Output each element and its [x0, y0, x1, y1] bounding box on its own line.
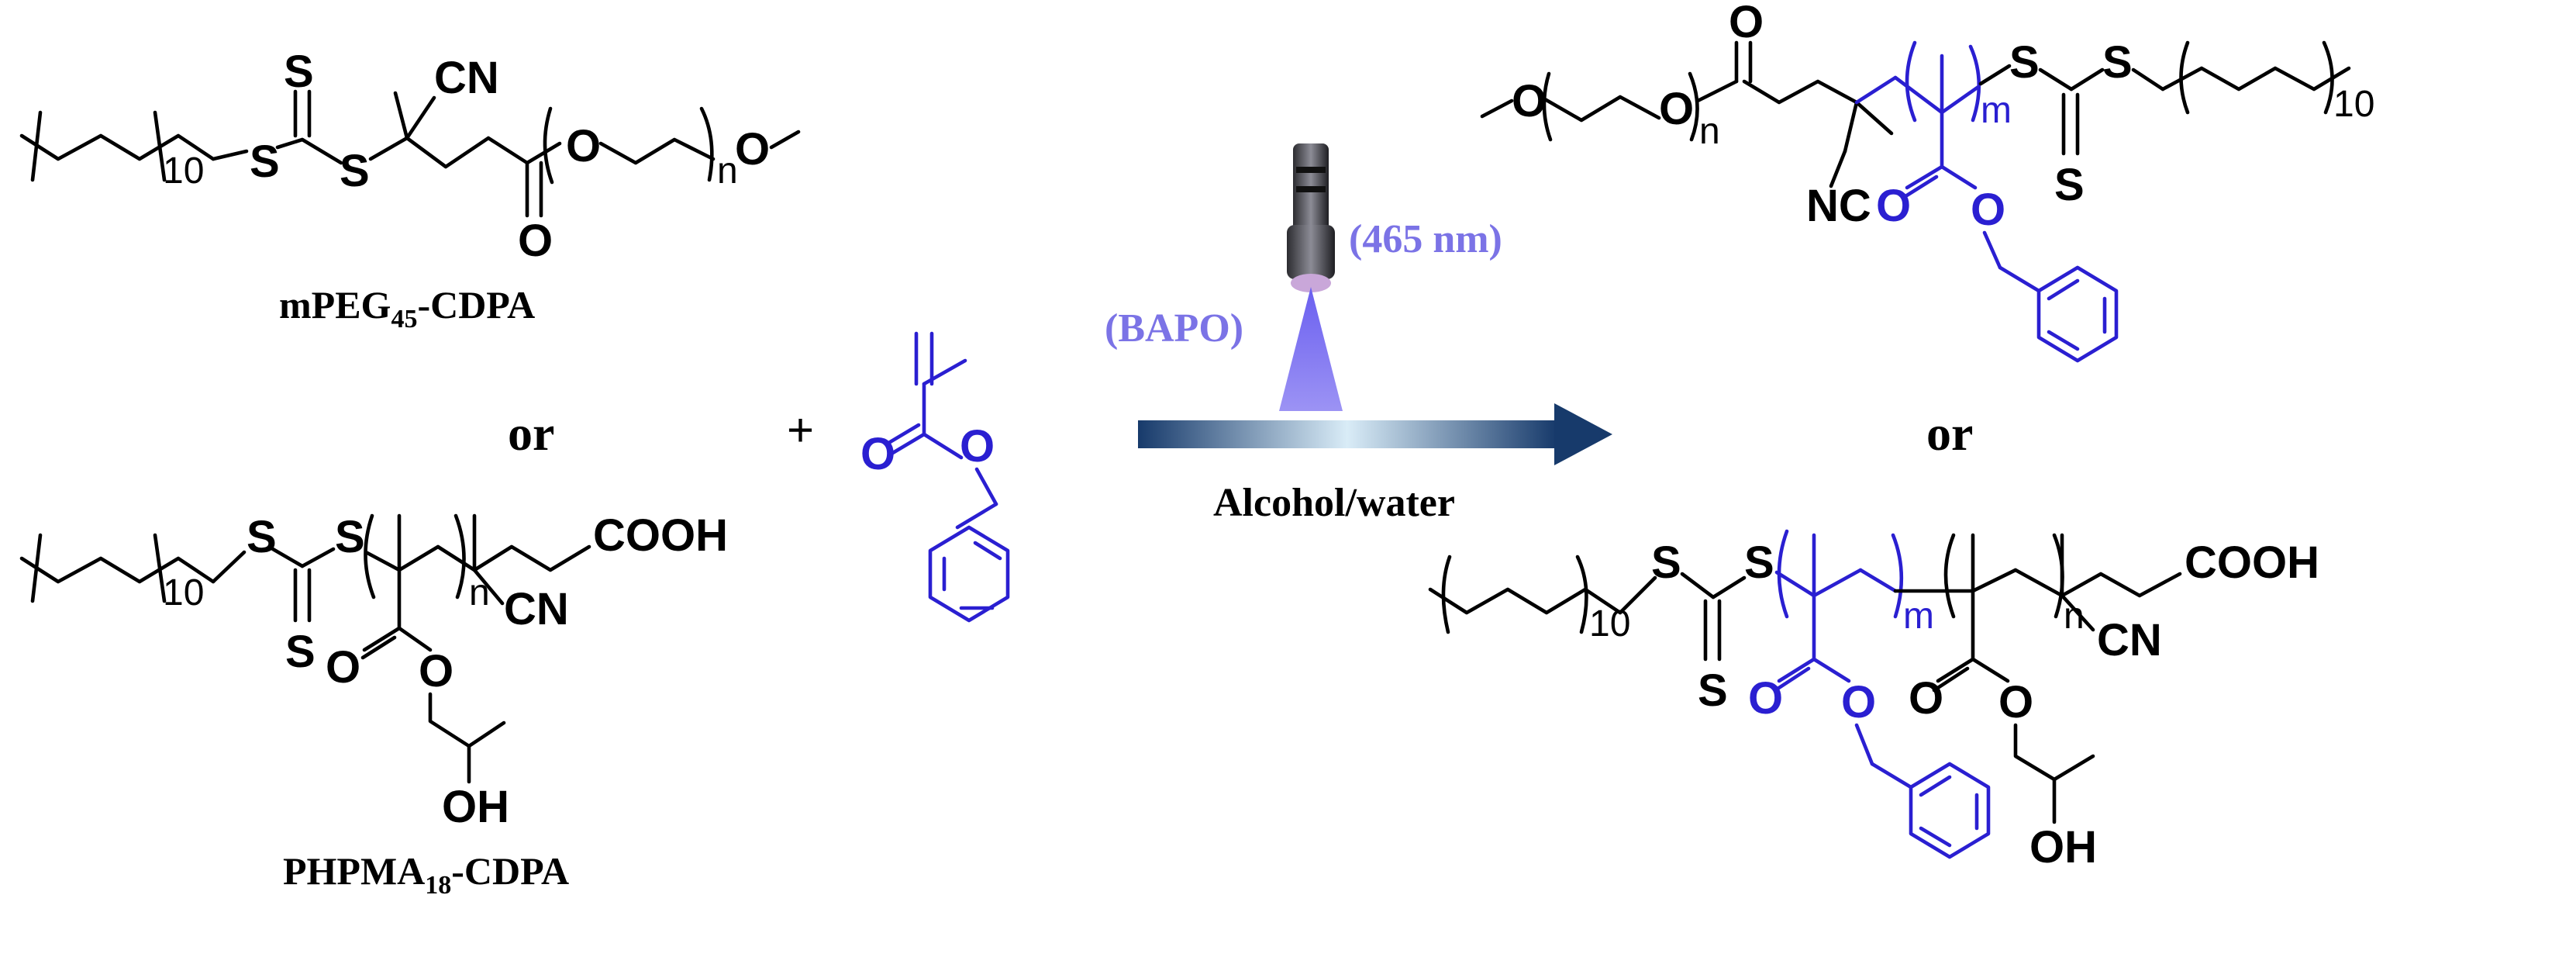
nitrile-cn: CN [2097, 615, 2162, 665]
alkyl-repeat-count: 10 [2333, 84, 2374, 125]
alkyl-repeat-count: 10 [163, 572, 204, 613]
thione-s: S [284, 47, 314, 97]
mpeg-label-tail: -CDPA [417, 283, 535, 327]
link-s: S [335, 512, 365, 562]
catalyst-label: (BAPO) [1105, 306, 1243, 351]
plus-sign: + [787, 404, 814, 456]
monomer-benzyl-methacrylate: O O [860, 331, 1010, 623]
reaction-conditions: (BAPO) (465 nm) Alcohol/water [1105, 143, 1612, 525]
product-phpma-pbzma: 10 S S S m O O n CN [1428, 529, 2319, 872]
phpma-label-tail: -CDPA [451, 849, 569, 893]
ester-o: O [566, 121, 601, 171]
hp-carbonyl-o: O [1909, 673, 1943, 724]
repeat-m: m [1981, 90, 2012, 131]
reactant-mpeg-cdpa: 10 S S S CN O O n O mPEG45-CDPA [19, 47, 801, 333]
alkyl-s: S [2102, 37, 2133, 88]
light-beam [1279, 287, 1343, 411]
solvent-label: Alcohol/water [1213, 481, 1455, 525]
carbonyl-o: O [326, 642, 360, 693]
ester-o: O [419, 646, 453, 696]
hp-ester-o: O [1998, 677, 2033, 727]
bz-ester-o: O [1841, 677, 1876, 727]
ester-o: O [960, 421, 995, 472]
mpeg-cdpa-label: mPEG45-CDPA [279, 283, 535, 333]
phpma-label-main: PHPMA [283, 849, 425, 893]
reaction-arrow [1138, 403, 1612, 465]
phpma-label-sub: 18 [425, 871, 451, 900]
hydroxyl-oh: OH [442, 782, 509, 832]
reactant-phpma-cdpa: 10 S S S n CN COOH O O OH PHPMA18-CDPA [19, 510, 728, 900]
methoxy-o: O [735, 124, 770, 174]
carbonyl-o: O [860, 429, 895, 479]
nitrile-cn: CN [504, 584, 569, 634]
nitrile-cn: CN [434, 53, 499, 103]
flashlight-icon [1279, 143, 1343, 411]
repeat-m: m [1903, 596, 1934, 637]
repeat-n: n [469, 572, 490, 613]
thione-s: S [285, 627, 316, 677]
thioether-s: S [250, 136, 280, 187]
bz-ester-o: O [1971, 185, 2005, 235]
carbonyl-o: O [1729, 0, 1764, 47]
hydroxyl-oh: OH [2029, 822, 2097, 872]
phpma-cdpa-label: PHPMA18-CDPA [283, 849, 569, 900]
alkyl-s: S [1651, 537, 1681, 588]
thioether-s: S [247, 512, 277, 562]
link-s: S [1744, 537, 1774, 588]
peg-repeat-n: n [1699, 111, 1720, 152]
nitrile-nc: NC [1806, 181, 1871, 231]
bz-carbonyl-o: O [1876, 181, 1911, 231]
link-s: S [340, 146, 370, 196]
methoxy-o: O [1512, 76, 1547, 126]
peg-o: O [1659, 84, 1694, 134]
mpeg-label-sub: 45 [391, 305, 417, 333]
thione-s: S [2054, 160, 2085, 210]
wavelength-label: (465 nm) [1349, 217, 1502, 261]
mpeg-label-main: mPEG [279, 283, 391, 327]
bz-carbonyl-o: O [1748, 673, 1783, 724]
alkyl-repeat-count: 10 [163, 150, 204, 192]
thione-s: S [1698, 665, 1728, 716]
peg-repeat-n: n [717, 150, 738, 192]
or-left: or [508, 406, 554, 461]
cooh-group: COOH [2185, 537, 2319, 588]
carbonyl-o: O [518, 216, 553, 266]
cooh-group: COOH [593, 510, 728, 561]
or-right: or [1926, 406, 1973, 461]
product-mpeg-pbzma: O O n O NC m O O S [1480, 0, 2374, 363]
thioether-s: S [2009, 37, 2040, 88]
